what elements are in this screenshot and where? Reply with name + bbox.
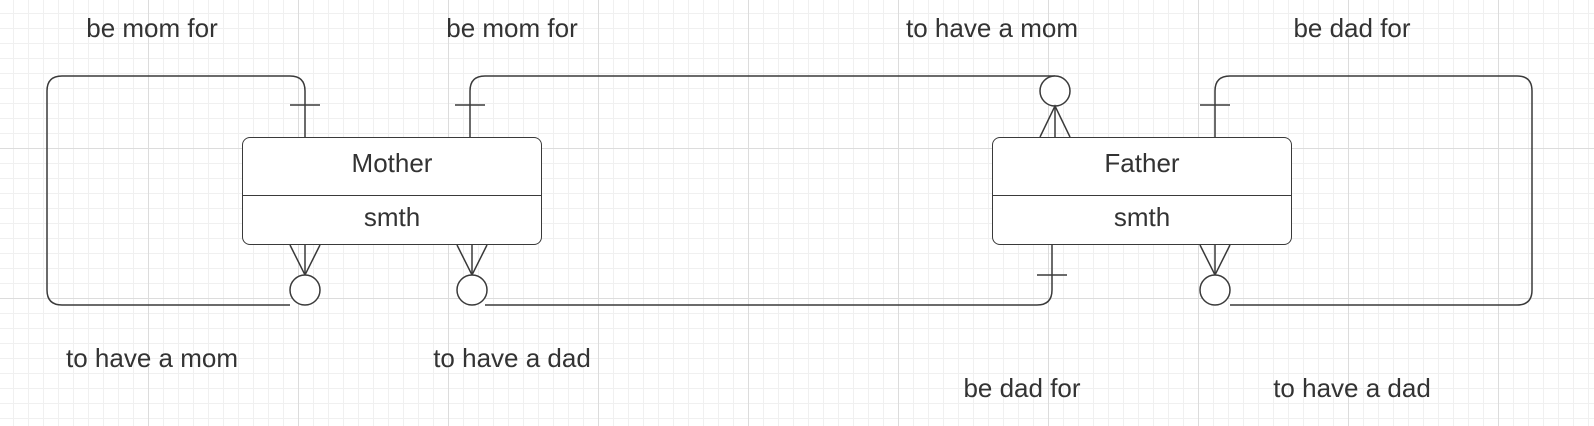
- label-father-mother-top: to have a mom: [906, 13, 1078, 43]
- mother-self-relationship-line[interactable]: [46, 75, 306, 306]
- mother-zero-marker-2: [456, 274, 488, 306]
- mother-entity-divider: [243, 195, 541, 196]
- mother-entity[interactable]: Mother smth: [242, 137, 542, 245]
- label-mother-self-bottom: to have a mom: [66, 343, 238, 373]
- label-mother-father-top: be mom for: [446, 13, 578, 43]
- label-father-mother-bottom: be dad for: [963, 373, 1081, 403]
- label-mother-father-bottom: to have a dad: [433, 343, 591, 373]
- mother-father-bottom-line[interactable]: [485, 245, 1053, 306]
- mother-zero-marker: [289, 274, 321, 306]
- father-entity-name: Father: [1104, 148, 1180, 178]
- label-father-self-top: be dad for: [1293, 13, 1411, 43]
- mother-father-top-line[interactable]: [469, 75, 1055, 137]
- mother-entity-attribute: smth: [363, 202, 421, 232]
- father-zero-marker: [1039, 75, 1071, 107]
- father-entity-attribute: smth: [1113, 202, 1171, 232]
- father-self-relationship-line[interactable]: [1214, 75, 1533, 306]
- mother-entity-name: Mother: [351, 148, 433, 178]
- label-mother-self-top: be mom for: [86, 13, 218, 43]
- father-zero-marker-2: [1199, 274, 1231, 306]
- father-entity-divider: [993, 195, 1291, 196]
- father-entity[interactable]: Father smth: [992, 137, 1292, 245]
- label-father-self-bottom: to have a dad: [1273, 373, 1431, 403]
